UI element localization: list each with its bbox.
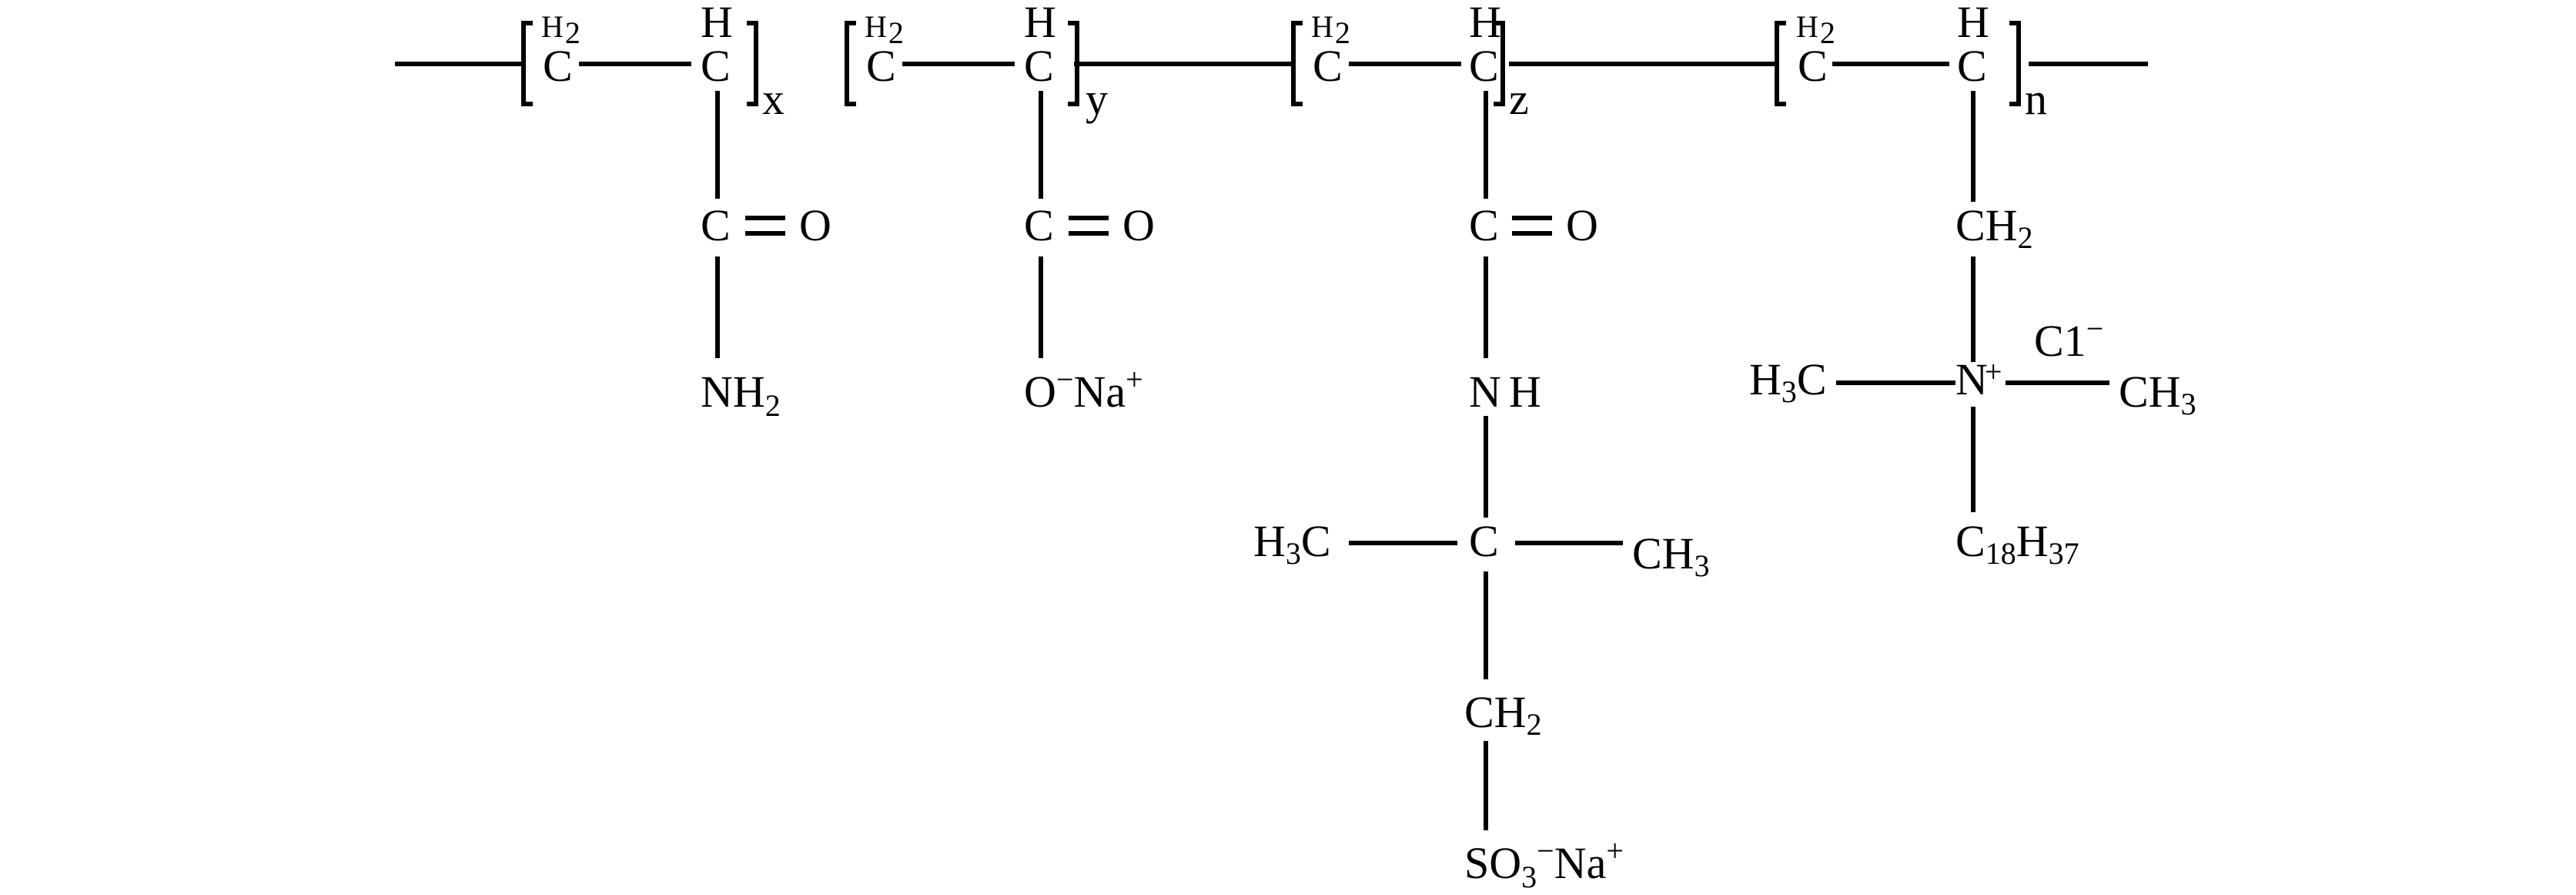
left-methyl-c: C [1797, 354, 1827, 404]
ch2-carbon: C [1313, 41, 1343, 91]
ch2-hydrogen-count: 2 [888, 15, 904, 50]
alkyl-hydrogen-count: 37 [2049, 536, 2079, 571]
repeat-unit-quaternary-ammonium: H2 C H C n CH2 C1− H3C N+ CH3 C18H37 [1749, 0, 2196, 571]
methylene: CH [1464, 687, 1527, 737]
carbonyl-carbon: C [1469, 200, 1499, 250]
sulfonate-group: SO [1464, 838, 1521, 888]
amide-nitrogen: N [1469, 367, 1501, 417]
right-bracket [2009, 21, 2021, 106]
svg-text:H3C: H3C [1749, 354, 1827, 409]
right-methyl: CH [2119, 367, 2181, 417]
repeat-unit-sodium-acrylate: H2 C H C y C O O−Na+ [845, 0, 1155, 417]
repeat-unit-acrylamide: H2 C H C x C O NH2 [521, 0, 831, 423]
right-methyl: CH [1632, 528, 1694, 578]
carbonyl-carbon: C [701, 200, 731, 250]
ch2-carbon: C [543, 41, 573, 91]
ammonium-nitrogen: N [1955, 354, 1988, 404]
ch-carbon: C [1469, 41, 1499, 91]
left-bracket [1775, 21, 1786, 106]
quaternary-carbon: C [1469, 516, 1499, 566]
unit-subscript: z [1509, 74, 1529, 124]
unit-subscript: y [1086, 74, 1108, 124]
ch-hydrogen: H [1469, 0, 1501, 47]
right-bracket [1494, 21, 1505, 106]
amide-hydrogen: H [1509, 367, 1541, 417]
svg-text:H2: H2 [865, 9, 904, 50]
amide-h-count: 2 [765, 388, 781, 423]
svg-text:CH3: CH3 [2119, 367, 2196, 421]
svg-text:N+: N+ [1955, 354, 2002, 404]
right-bracket [747, 21, 758, 106]
right-methyl-count: 3 [1694, 548, 1710, 583]
carbonyl-oxygen: O [799, 200, 831, 250]
svg-text:SO3−Na+: SO3−Na+ [1464, 833, 1624, 894]
left-methyl-h: H [1749, 354, 1781, 404]
svg-text:CH2: CH2 [1955, 200, 2033, 255]
ch2-hydrogen: H [1796, 9, 1818, 44]
ch-carbon: C [1957, 41, 1987, 91]
left-bracket [1291, 21, 1303, 106]
ch-carbon: C [1024, 41, 1054, 91]
svg-text:CH2: CH2 [1464, 687, 1542, 742]
ch2-hydrogen: H [1311, 9, 1333, 44]
svg-text:CH3: CH3 [1632, 528, 1710, 583]
right-methyl-count: 3 [2181, 387, 2196, 421]
left-bracket [521, 21, 533, 106]
svg-text:H2: H2 [1796, 9, 1835, 50]
amide-nh: NH [701, 367, 765, 417]
left-methyl-c: C [1301, 516, 1331, 566]
chloride-charge: − [2086, 311, 2104, 346]
ch2-hydrogen: H [865, 9, 887, 44]
left-methyl-count: 3 [1286, 536, 1301, 571]
svg-text:NH2: NH2 [701, 367, 781, 423]
sodium-counterion: Na [1073, 367, 1126, 417]
left-methyl-h: H [1253, 516, 1286, 566]
oxygen-charge: − [1056, 362, 1074, 397]
svg-text:O−Na+: O−Na+ [1024, 362, 1143, 417]
right-bracket [1068, 21, 1079, 106]
carbonyl-oxygen: O [1566, 200, 1598, 250]
methylene: CH [1955, 200, 2018, 250]
svg-text:H2: H2 [541, 9, 580, 50]
carboxylate-oxygen: O [1024, 367, 1056, 417]
sodium-charge: + [1606, 833, 1624, 868]
sulfonate-charge: − [1537, 833, 1554, 868]
svg-text:H3C: H3C [1253, 516, 1331, 571]
alkyl-hydrogen: H [2016, 516, 2049, 566]
ch2-hydrogen-count: 2 [1820, 15, 1835, 50]
sulfonate-count: 3 [1521, 860, 1537, 894]
carbonyl-oxygen: O [1122, 200, 1155, 250]
nitrogen-charge: + [1985, 354, 2002, 389]
unit-subscript: n [2025, 74, 2047, 124]
ch2-hydrogen: H [541, 9, 564, 44]
ch2-hydrogen-count: 2 [1335, 15, 1350, 50]
alkyl-carbon: C [1955, 516, 1986, 566]
left-methyl-count: 3 [1781, 374, 1797, 409]
svg-text:C18H37: C18H37 [1955, 516, 2079, 571]
left-bracket [845, 21, 856, 106]
unit-subscript: x [762, 74, 785, 124]
ch2-carbon: C [1798, 41, 1828, 91]
methylene-count: 2 [1527, 707, 1542, 742]
sodium-charge: + [1126, 362, 1143, 397]
ch2-hydrogen-count: 2 [565, 15, 580, 50]
chloride-ion: C1 [2034, 316, 2086, 366]
alkyl-carbon-count: 18 [1986, 536, 2016, 571]
sodium-counterion: Na [1554, 838, 1607, 888]
ch-carbon: C [701, 41, 731, 91]
ch-hydrogen: H [701, 0, 733, 47]
ch2-carbon: C [866, 41, 896, 91]
svg-text:NH: NH [1469, 367, 1541, 417]
ch-hydrogen: H [1024, 0, 1056, 47]
svg-text:H2: H2 [1311, 9, 1350, 50]
methylene-count: 2 [2018, 220, 2033, 255]
ch-hydrogen: H [1957, 0, 1989, 47]
carbonyl-carbon: C [1024, 200, 1054, 250]
svg-text:C1−: C1− [2034, 311, 2103, 366]
